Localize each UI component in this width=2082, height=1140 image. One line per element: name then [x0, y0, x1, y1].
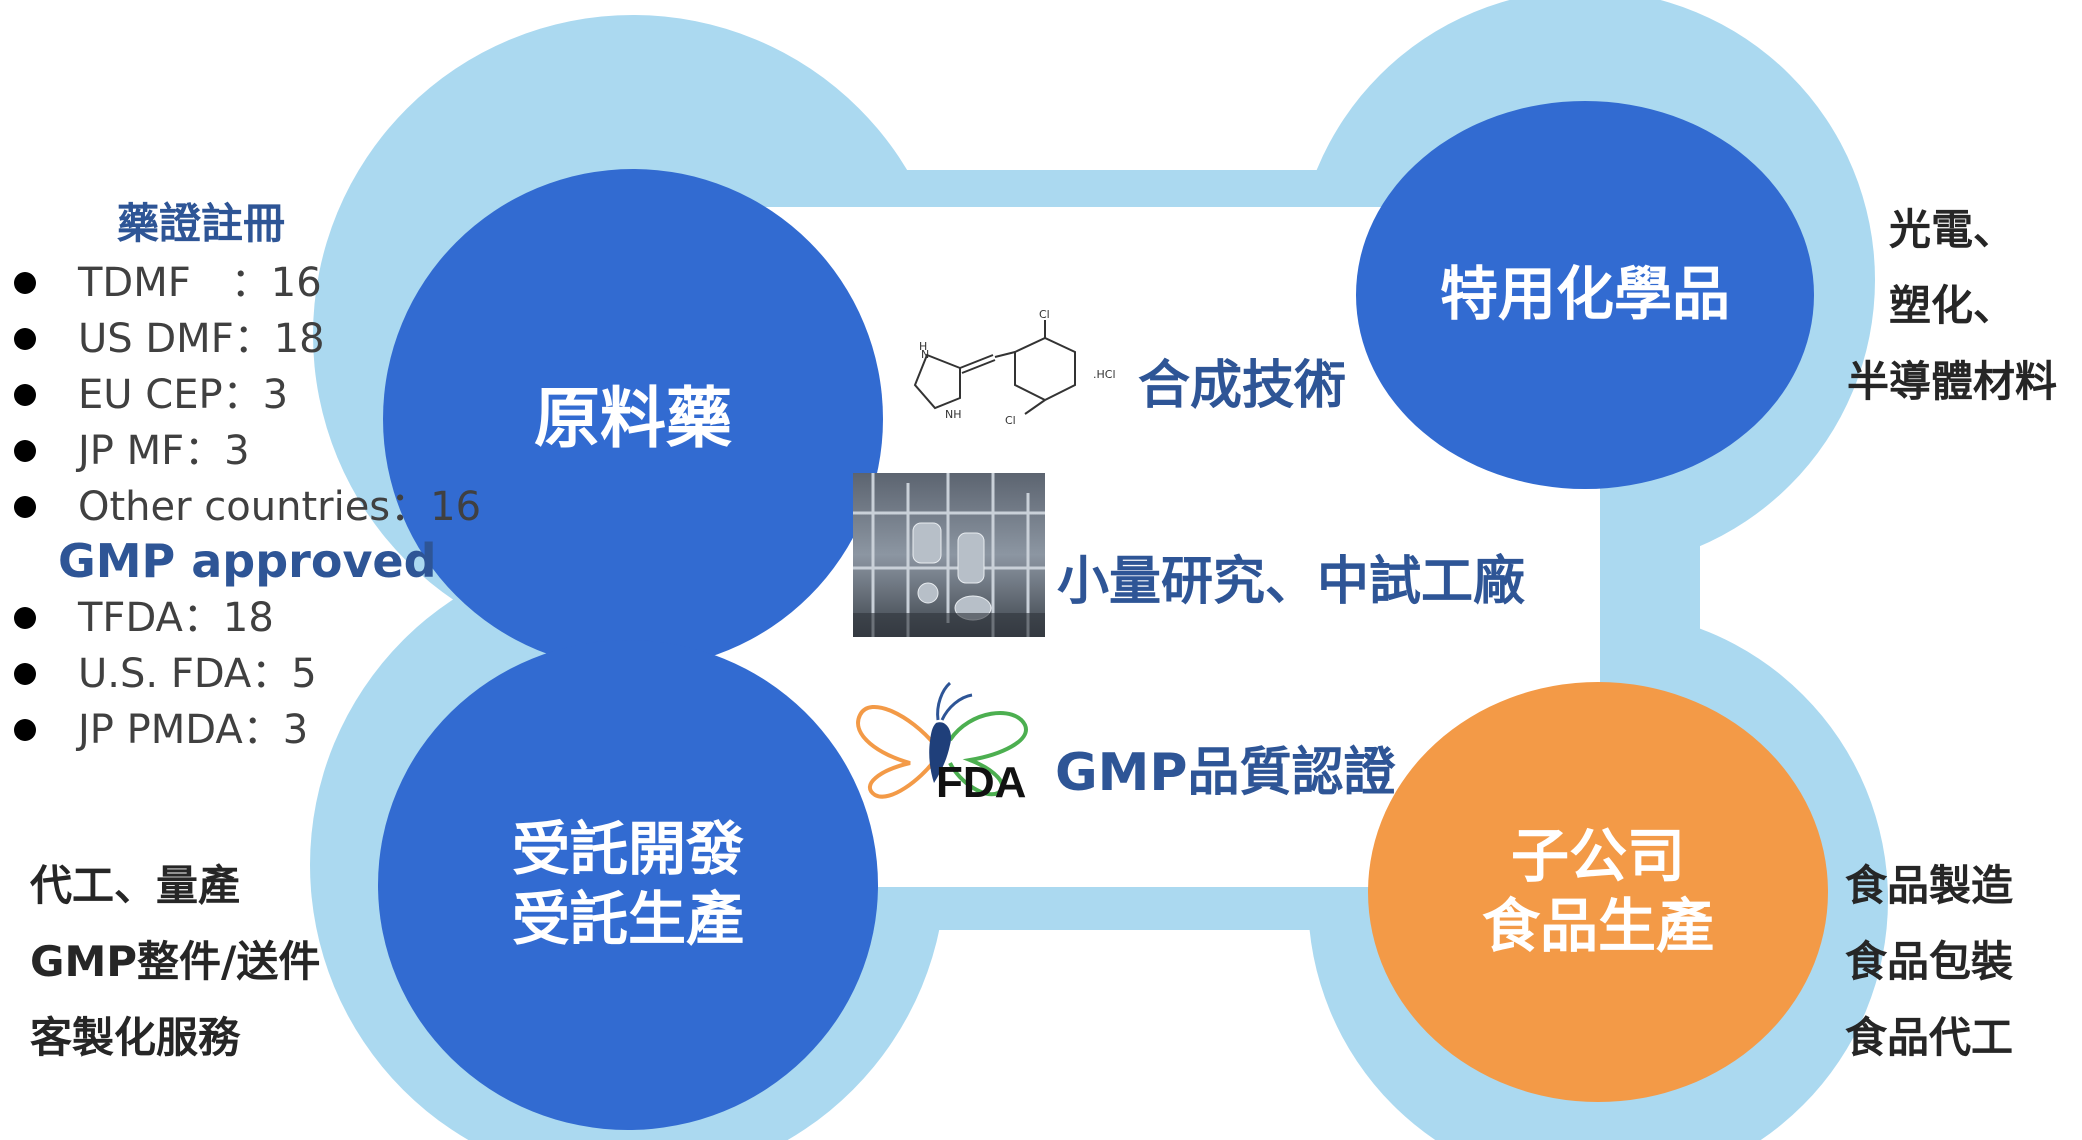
pilot-plant-photo	[853, 473, 1045, 637]
list-item: Other countries：16	[14, 479, 481, 535]
specialty-chemicals-label: 特用化學品	[1439, 260, 1730, 329]
specialty-chemicals-circle: 特用化學品	[1356, 101, 1814, 489]
subsidiary-circle: 子公司 食品生產	[1368, 682, 1828, 1102]
atom-label: N	[921, 348, 929, 361]
registration-title: 藥證註冊	[117, 199, 286, 248]
bullet-icon	[14, 440, 36, 462]
molecule-structure-icon: H N NH Cl Cl .HCl	[913, 310, 1116, 427]
atom-label: H	[919, 340, 927, 353]
bullet-icon	[14, 384, 36, 406]
bullet-icon	[14, 272, 36, 294]
list-item: US DMF：18	[14, 311, 481, 367]
food-use-item: 食品製造	[1845, 861, 2014, 910]
specialty-use-item: 光電、	[1888, 205, 2015, 254]
bullet-icon	[14, 719, 36, 741]
salt-label: .HCl	[1093, 368, 1116, 381]
bullet-icon	[14, 607, 36, 629]
list-item: U.S. FDA：5	[14, 646, 317, 702]
list-item: EU CEP：3	[14, 367, 481, 423]
specialty-use-item: 半導體材料	[1846, 357, 2057, 406]
gmp-approval-list: TFDA：18 U.S. FDA：5 JP PMDA：3	[14, 590, 317, 758]
bullet-icon	[14, 663, 36, 685]
cdmo-circle: 受託開發 受託生產	[378, 640, 878, 1130]
cdmo-services-text: 代工、量產 GMP整件/送件 客製化服務	[30, 848, 320, 1076]
list-item: TDMF ：16	[14, 255, 481, 311]
subsidiary-label-line2: 食品生產	[1481, 892, 1714, 960]
bullet-icon	[14, 496, 36, 518]
registration-list: TDMF ：16 US DMF：18 EU CEP：3 JP MF：3 Othe…	[14, 255, 481, 535]
list-item: TFDA：18	[14, 590, 317, 646]
bullet-icon	[14, 328, 36, 350]
atom-label: NH	[945, 408, 962, 421]
cdmo-label-line1: 受託開發	[511, 815, 744, 884]
atom-label: Cl	[1005, 414, 1016, 427]
list-item: JP MF：3	[14, 423, 481, 479]
synthesis-technology-label: 合成技術	[1138, 356, 1347, 416]
specialty-use-item: 塑化、	[1888, 281, 2015, 330]
food-use-item: 食品代工	[1845, 1013, 2014, 1062]
gmp-certification-label: GMP品質認證	[1055, 743, 1396, 803]
api-circle: 原料藥	[383, 169, 883, 669]
list-item: JP PMDA：3	[14, 702, 317, 758]
atom-label: Cl	[1039, 310, 1050, 321]
pilot-plant-label: 小量研究、中試工廠	[1057, 552, 1526, 612]
cdmo-service-item: 客製化服務	[30, 1013, 241, 1062]
food-use-item: 食品包裝	[1845, 937, 2014, 986]
cdmo-service-item: 代工、量產	[30, 861, 241, 910]
gmp-approved-title: GMP approved	[58, 534, 437, 588]
fda-butterfly-logo: FDA	[856, 681, 1028, 805]
specialty-uses-text: 光電、 塑化、 半導體材料	[1832, 192, 2072, 420]
food-uses-text: 食品製造 食品包裝 食品代工	[1845, 848, 2013, 1076]
cdmo-service-item: GMP整件/送件	[30, 937, 321, 986]
subsidiary-label-line1: 子公司	[1510, 822, 1685, 891]
fda-logo-text: FDA	[936, 758, 1026, 805]
api-label: 原料藥	[534, 380, 732, 458]
cdmo-label-line2: 受託生產	[511, 885, 744, 953]
